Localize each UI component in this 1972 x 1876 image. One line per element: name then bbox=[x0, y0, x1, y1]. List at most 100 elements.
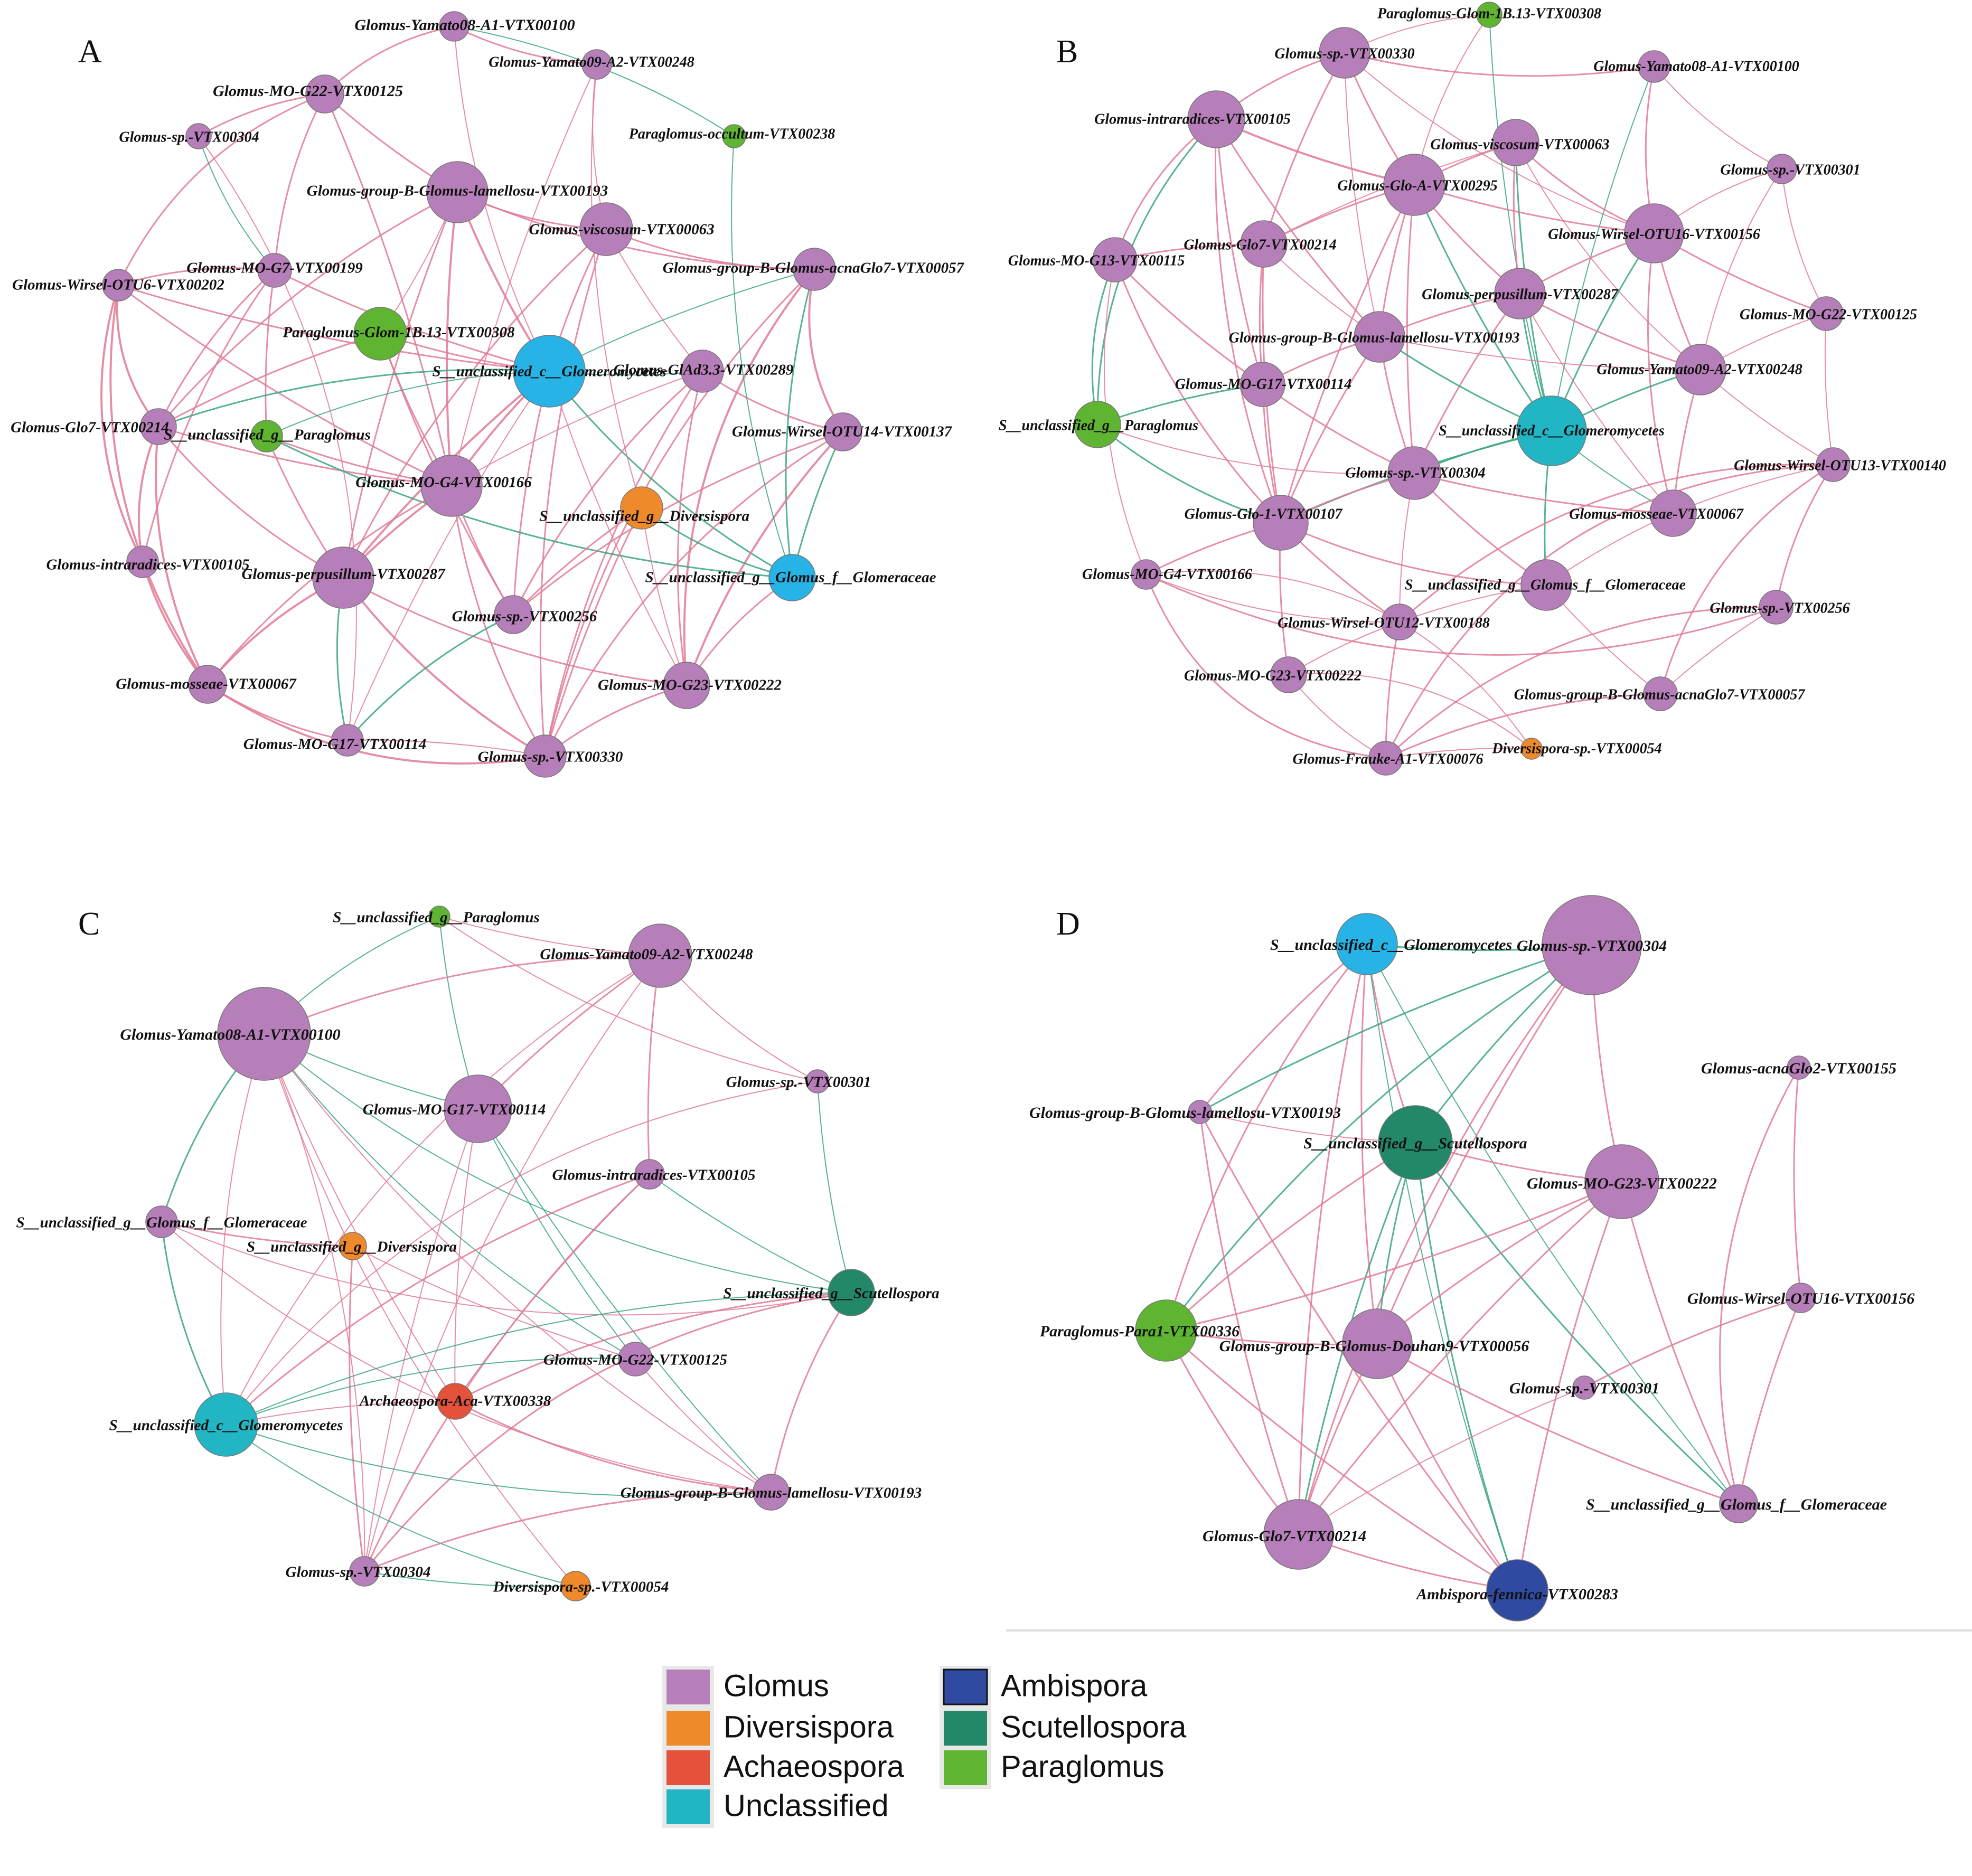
positive-edge bbox=[1377, 1181, 1622, 1345]
node-label: Glomus-perpusillum-VTX00287 bbox=[1422, 286, 1619, 303]
network-node bbox=[581, 49, 612, 80]
positive-edge bbox=[342, 228, 607, 578]
network-node bbox=[620, 486, 663, 530]
legend: GlomusDiversisporaAchaeosporaUnclassifie… bbox=[662, 1666, 1187, 1828]
node-label: Glomus-Wirsel-OTU13-VTX00140 bbox=[1734, 457, 1946, 474]
legend-swatch bbox=[943, 1668, 988, 1705]
positive-edge bbox=[363, 1173, 651, 1572]
network-node bbox=[188, 665, 227, 704]
negative-edge bbox=[264, 1033, 852, 1293]
node-label: Glomus-MO-G7-VTX00199 bbox=[186, 260, 363, 277]
negative-edge bbox=[226, 1424, 772, 1497]
network-node bbox=[1319, 27, 1370, 79]
node-label: Glomus-MO-G23-VTX00222 bbox=[1527, 1175, 1717, 1192]
positive-edge bbox=[343, 577, 687, 686]
positive-edge bbox=[1165, 944, 1368, 1331]
network-node bbox=[628, 923, 692, 988]
positive-edge bbox=[342, 192, 458, 578]
positive-edge bbox=[225, 1173, 650, 1426]
legend-swatch bbox=[666, 1670, 710, 1704]
network-node bbox=[1649, 489, 1697, 537]
network-node bbox=[1240, 220, 1288, 268]
negative-edge bbox=[1097, 423, 1281, 524]
network-node bbox=[437, 1383, 474, 1420]
network-node bbox=[1584, 1144, 1659, 1219]
legend-swatch bbox=[666, 1750, 710, 1785]
node-label: Glomus-mosseae-VTX00067 bbox=[116, 676, 297, 693]
network-node bbox=[1492, 119, 1539, 166]
network-node bbox=[768, 554, 816, 601]
network-node bbox=[1342, 1308, 1413, 1379]
network-node bbox=[579, 202, 633, 256]
positive-edge bbox=[364, 1108, 478, 1572]
node-label: Glomus-sp.-VTX00304 bbox=[1517, 937, 1667, 955]
node-label: S__unclassified_c__Glomeromycetes bbox=[1439, 422, 1665, 439]
positive-edge bbox=[1385, 748, 1532, 759]
network-node bbox=[1542, 895, 1642, 995]
positive-edge bbox=[116, 285, 159, 428]
positive-edge bbox=[1414, 472, 1674, 514]
node-label: Glomus-MO-G22-VTX00125 bbox=[543, 1352, 727, 1369]
positive-edge bbox=[264, 1033, 772, 1493]
positive-edge bbox=[549, 371, 687, 686]
positive-edge bbox=[1145, 573, 1777, 656]
network-node bbox=[722, 124, 746, 148]
positive-edge bbox=[446, 192, 458, 486]
node-label: Glomus-Glo-1-VTX00107 bbox=[1185, 506, 1343, 522]
network-node bbox=[1520, 738, 1543, 760]
negative-edge bbox=[1366, 944, 1739, 1504]
network-node bbox=[1383, 154, 1445, 216]
positive-edge bbox=[1516, 1181, 1623, 1591]
positive-edge bbox=[808, 269, 844, 433]
positive-edge bbox=[158, 426, 452, 487]
node-label: Ambispora-fennica-VTX00283 bbox=[1415, 1586, 1618, 1603]
legend-swatch bbox=[666, 1789, 710, 1824]
network-node bbox=[331, 724, 364, 757]
positive-edge bbox=[439, 916, 818, 1082]
positive-edge bbox=[1385, 464, 1834, 759]
positive-edge bbox=[109, 285, 209, 685]
positive-edge bbox=[1660, 607, 1777, 694]
positive-edge bbox=[1298, 1387, 1585, 1535]
positive-edge bbox=[161, 1221, 353, 1247]
positive-edge bbox=[1700, 168, 1782, 370]
positive-edge bbox=[1199, 1111, 1300, 1535]
node-label: S__unclassified_g__Paraglomus bbox=[999, 417, 1198, 433]
network-node bbox=[126, 545, 159, 578]
node-label: Glomus-Wirsel-OTU12-VTX00188 bbox=[1278, 615, 1490, 631]
positive-edge bbox=[1738, 1297, 1802, 1504]
node-label: Glomus-sp.-VTX00330 bbox=[1274, 45, 1414, 62]
node-label: S__unclassified_g__Scutellospora bbox=[723, 1285, 939, 1302]
node-label: Glomus-group-B-Glomus-lamellosu-VTX00193 bbox=[621, 1485, 922, 1502]
network-node bbox=[312, 546, 374, 609]
node-label: Glomus-Wirsel-OTU16-VTX00156 bbox=[1687, 1290, 1915, 1307]
positive-edge bbox=[1215, 119, 1264, 385]
node-label: Glomus-MO-G4-VTX00166 bbox=[355, 474, 532, 491]
network-node bbox=[1336, 913, 1398, 975]
positive-edge bbox=[451, 64, 597, 486]
node-label: Glomus-Yamato08-A1-VTX00100 bbox=[120, 1026, 340, 1043]
network-node bbox=[805, 1069, 830, 1093]
positive-edge bbox=[512, 370, 703, 615]
node-label: Archaeospora-Aca-VTX00338 bbox=[359, 1393, 551, 1410]
node-label: S__unclassified_g__Glomus_f__Glomeraceae bbox=[16, 1214, 307, 1231]
positive-edge bbox=[220, 1033, 265, 1425]
network-node bbox=[1643, 676, 1678, 711]
positive-edge bbox=[1214, 119, 1282, 523]
positive-edge bbox=[198, 136, 357, 741]
node-label: Glomus-Yamato09-A2-VTX00248 bbox=[489, 54, 694, 70]
positive-edge bbox=[264, 1033, 365, 1572]
node-label: S__unclassified_c__Glomeromycetes bbox=[1270, 936, 1512, 954]
positive-edge bbox=[157, 191, 458, 427]
network-node bbox=[444, 1074, 512, 1143]
node-label: Glomus-MO-G22-VTX00125 bbox=[1740, 306, 1917, 323]
node-label: Glomus-mosseae-VTX00067 bbox=[1569, 506, 1744, 522]
node-label: Glomus-MO-G13-VTX00115 bbox=[1008, 252, 1185, 269]
node-label: Glomus-group-B-Glomus-lamellosu-VTX00193 bbox=[1029, 1104, 1341, 1121]
positive-edge bbox=[207, 683, 348, 741]
network-node bbox=[1809, 296, 1844, 331]
node-label: Glomus-perpusillum-VTX00287 bbox=[241, 566, 446, 583]
node-label: Glomus-sp.-VTX00256 bbox=[452, 608, 597, 625]
legend-label: Ambispora bbox=[1001, 1668, 1148, 1703]
